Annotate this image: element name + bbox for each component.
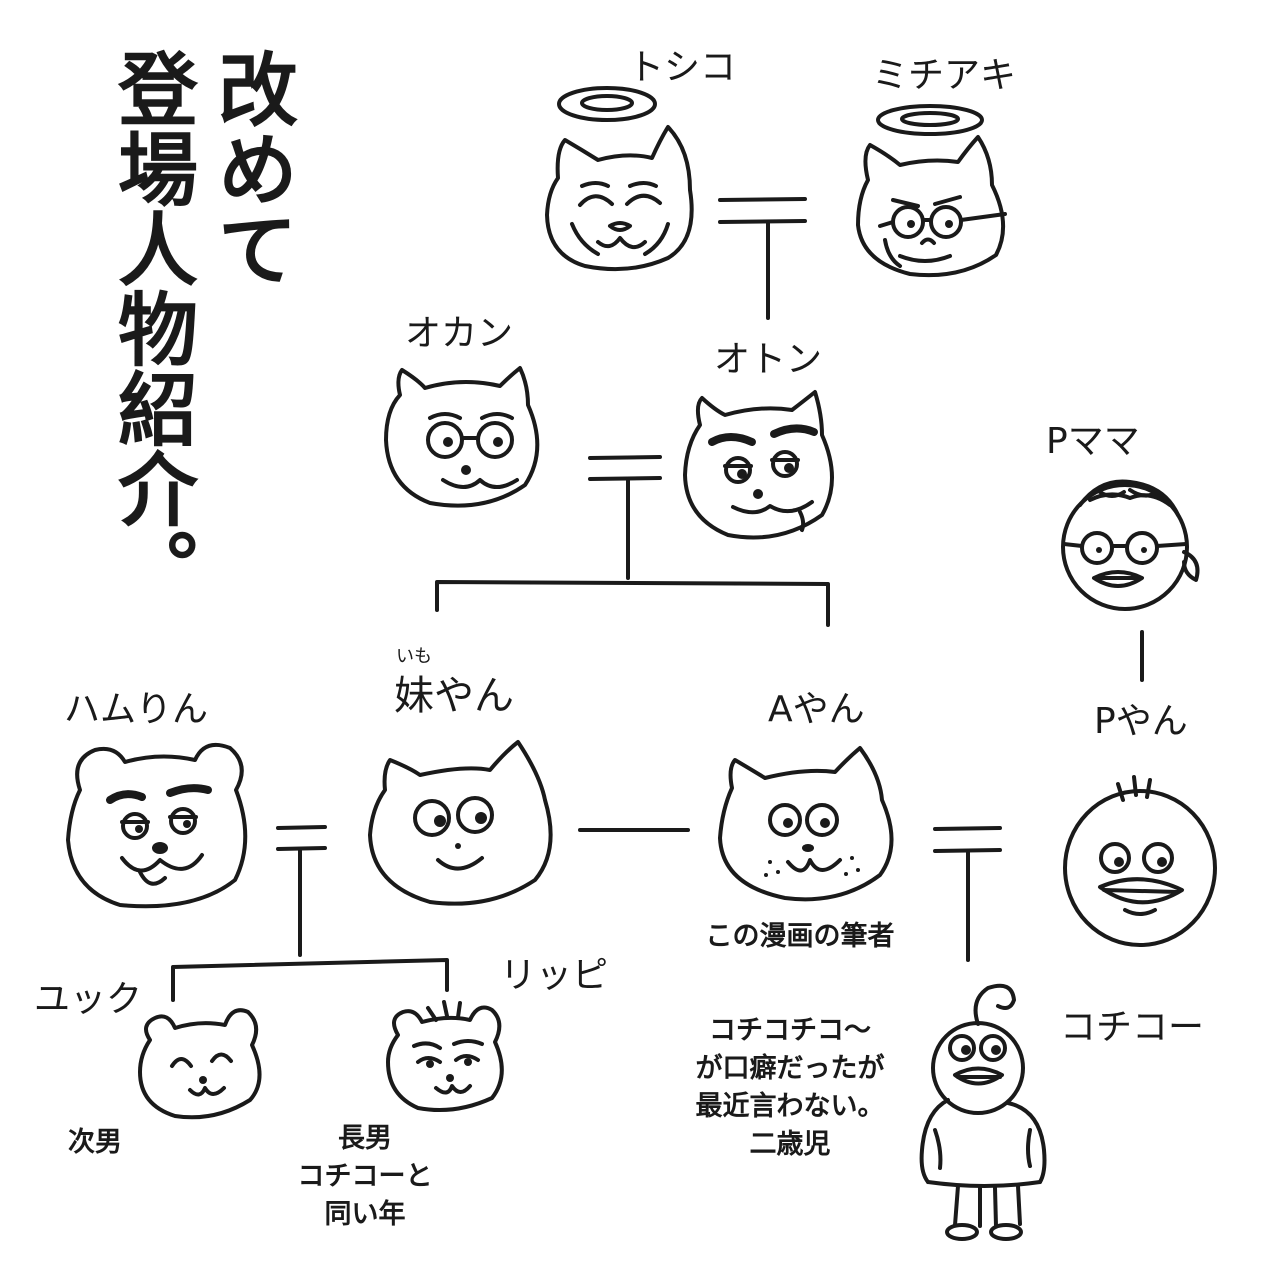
connector-children-bracket-top xyxy=(435,580,830,627)
caption-kochiko: コチコチコ〜 が口癖だったが 最近言わない。 二歳児 xyxy=(640,1012,940,1164)
caption-rippi-line-1: 長男 xyxy=(338,1123,392,1154)
caption-ayan-line: この漫画の筆者 xyxy=(705,921,895,952)
connector-okan-oton-marriage xyxy=(588,455,662,580)
connector-toshiko-michiaki-marriage xyxy=(718,197,807,320)
label-pyan: Pやん xyxy=(1094,701,1188,742)
title-line-1: 改めて xyxy=(205,48,299,288)
label-oton: オトン xyxy=(714,339,823,380)
hamurin-face xyxy=(66,743,248,909)
caption-kochiko-line-2: が口癖だったが xyxy=(695,1053,885,1084)
caption-kochiko-line-3: 最近言わない。 xyxy=(695,1091,885,1122)
label-ayan: Aやん xyxy=(768,689,865,730)
oton-face xyxy=(683,390,834,540)
caption-ayan: この漫画の筆者 xyxy=(660,918,940,956)
label-yukku: ユック xyxy=(34,979,143,1020)
caption-kochiko-line-1: コチコチコ〜 xyxy=(709,1015,871,1046)
pmama-face xyxy=(1061,479,1200,611)
connector-hamurin-imoyan-marriage xyxy=(276,825,327,957)
label-kochiko: コチコー xyxy=(1060,1007,1205,1048)
imoyan-face xyxy=(368,740,553,906)
yukku-face xyxy=(138,1008,262,1120)
label-imoyan-furigana: いも xyxy=(396,646,432,667)
label-rippi: リッピ xyxy=(500,955,609,996)
caption-kochiko-line-4: 二歳児 xyxy=(749,1129,831,1160)
caption-yukku: 次男 xyxy=(40,1124,150,1162)
label-okan: オカン xyxy=(405,313,514,354)
pyan-face xyxy=(1063,775,1217,947)
kochiko-figure xyxy=(919,983,1047,1241)
okan-face xyxy=(384,366,540,508)
title-line-2: 登場人物紹介。 xyxy=(105,48,199,608)
michiaki-face xyxy=(856,104,1007,278)
caption-rippi: 長男 コチコーと 同い年 xyxy=(260,1120,470,1234)
label-hamurin: ハムりん xyxy=(64,689,209,730)
rippi-face xyxy=(386,1000,504,1112)
label-toshiko: トシコ xyxy=(628,47,737,88)
label-imoyan: 妹やん xyxy=(394,673,514,719)
caption-rippi-line-3: 同い年 xyxy=(324,1199,406,1230)
label-pmama: Pママ xyxy=(1046,421,1140,462)
caption-yukku-line: 次男 xyxy=(68,1127,122,1158)
connector-ayan-pyan-marriage xyxy=(933,826,1002,962)
ayan-face xyxy=(718,746,894,902)
toshiko-face xyxy=(545,86,694,272)
caption-rippi-line-2: コチコーと xyxy=(297,1161,433,1192)
label-michiaki: ミチアキ xyxy=(872,55,1017,96)
connector-children-bracket-bottom xyxy=(171,958,449,1002)
